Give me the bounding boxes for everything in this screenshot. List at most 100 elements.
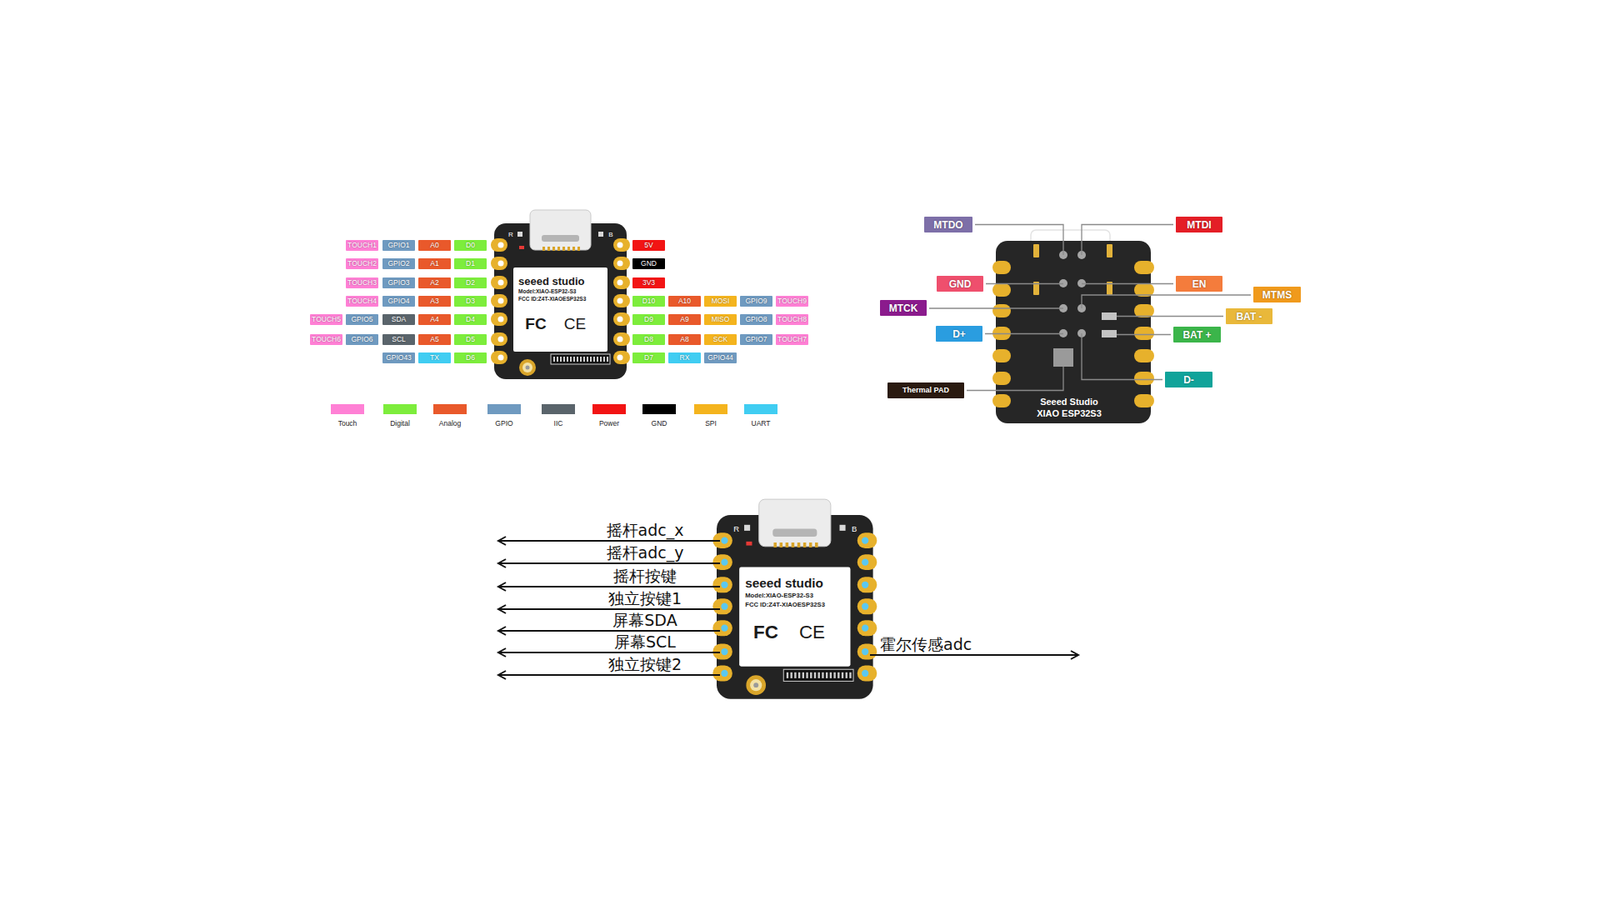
usb-c-connector [530,210,591,250]
castellated-pad [613,312,630,326]
board-text: XIAO ESP32S3 [1036,409,1102,419]
connector-pin [802,672,805,679]
connector-pin [566,356,569,362]
connector-pin [825,672,828,679]
pad-hole [861,670,869,677]
pin-tag: BAT - [1225,308,1273,325]
pad-hole [498,242,505,249]
connector-pin [600,356,602,362]
castellated-pad [490,312,508,326]
connector-pin [798,672,800,679]
pin-label: A2 [430,279,439,287]
pin-label: MTCK [889,303,919,314]
leader-line [985,333,1064,335]
pin-label: GND [949,279,972,290]
connector-pin [596,356,599,362]
pin-tag: GPIO5 [345,314,379,325]
connector-pin [563,356,565,362]
pin-label: MTDO [933,220,963,230]
pin-label: D- [1183,375,1195,385]
pin-label: A5 [430,335,439,344]
castellated-pad [992,371,1011,385]
pin-label: MISO [711,315,730,324]
pin-tag: GPIO3 [382,277,415,289]
pin-tag: SCK [704,334,737,345]
pin-label: D+ [952,329,966,340]
castellated-pad [490,294,508,308]
signal-arrow [498,608,720,610]
legend-label: Power [599,420,620,428]
board: Seeed StudioXIAO ESP32S3 [995,240,1151,424]
connector-pin [576,356,579,362]
castellated-pad [857,598,878,615]
pin-leader-lines [929,225,1251,391]
pin-tag: D3 [454,295,487,307]
usb-contact [809,542,813,548]
pin-tag: TOUCH7 [775,334,809,345]
usb-contact [773,542,777,548]
antenna-connector [745,675,766,695]
usb-contact [572,246,575,251]
signal-label: 屏幕SDA [612,612,677,629]
pin-tag: A8 [668,334,701,345]
pin-label: TOUCH6 [311,335,341,344]
pad-hole [720,581,728,589]
signal-label: 屏幕SCL [614,634,676,650]
pad-hole [720,559,728,566]
connector-pin [790,672,793,679]
leader-line [1116,334,1171,335]
contact-bar [1106,244,1113,258]
leader-line [975,225,1064,256]
pin-label: D6 [465,354,475,362]
pin-tag: GPIO4 [382,295,415,307]
pin-label: 3V3 [642,279,655,287]
pin-tag: GPIO2 [382,258,415,270]
pin-label: D4 [465,315,475,324]
castellated-pad [490,275,508,290]
pin-tag: D6 [454,352,487,364]
led [519,245,525,250]
castellated-pad [992,349,1011,363]
pin-label: D2 [465,279,475,287]
pin-tag: GPIO9 [740,295,773,307]
usb-contact [815,542,819,548]
board-connector [550,354,610,365]
usb-contact [780,542,784,548]
usb-contact [567,246,570,251]
pin-label: A3 [430,297,439,305]
connector-pin [573,356,575,362]
castellated-pad [1134,394,1155,408]
signal-label: 独立按键1 [608,590,682,607]
board-text: CE [799,623,825,642]
pin-tag: TOUCH1 [345,240,379,251]
castellated-pad [490,256,508,270]
legend-label: Touch [338,420,358,428]
legend-label: SPI [705,420,717,428]
connector-pin [580,356,582,362]
pin-tag: GND [632,258,665,270]
signal-arrow [498,651,720,654]
pin-tag: D- [1165,371,1213,388]
pin-tag: MISO [704,314,737,325]
leader-line [1081,225,1174,256]
legend-swatch [433,404,467,415]
pin-label: TOUCH2 [347,260,377,268]
board-text: FCC ID:Z4T-XIAOESP32S3 [745,601,825,609]
pin-tag: 3V3 [632,277,665,289]
pin-label: TOUCH3 [347,279,377,287]
pad-hole [720,537,728,545]
label-panel [513,267,608,352]
connector-pin [556,356,559,362]
pin-label: GPIO8 [745,315,768,324]
board-text: seeed studio [745,576,824,590]
led [745,541,752,546]
pin-label: TOUCH9 [777,297,807,305]
usb-contact [791,542,795,548]
pin-tag: TOUCH5 [310,314,343,325]
castellated-pad [857,665,878,682]
pin-label: D3 [465,297,475,305]
pin-tag: A0 [418,240,451,251]
pin-tag: MTMS [1253,286,1301,303]
board-text: R [733,525,740,533]
